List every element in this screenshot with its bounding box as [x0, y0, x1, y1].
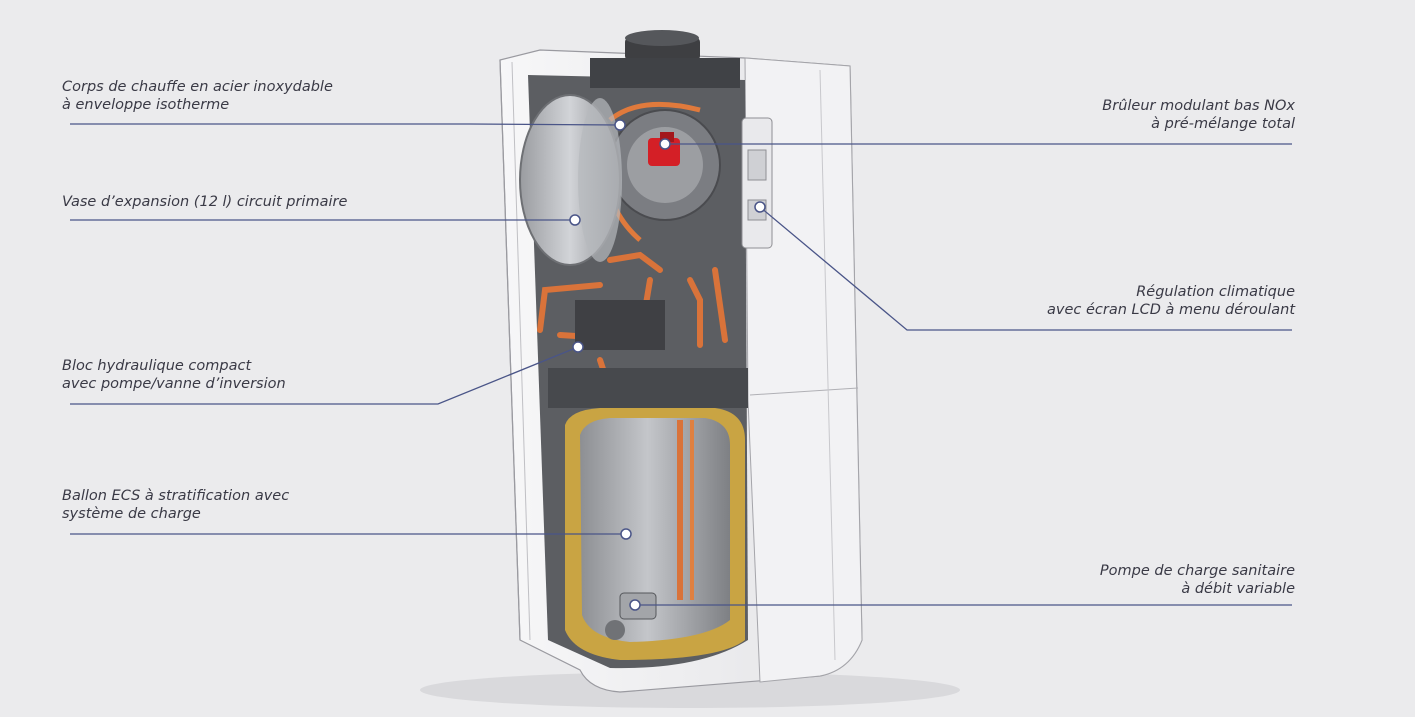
leader-bloc: [70, 346, 579, 405]
label-ballon-ecs: Ballon ECS à stratification avec système…: [62, 487, 289, 523]
label-vase-expansion: Vase d’expansion (12 l) circuit primaire: [62, 193, 347, 211]
dot-ballon: [620, 528, 632, 540]
callout-dots: [569, 119, 766, 611]
label-regulation-line1: Régulation climatique: [1136, 284, 1295, 300]
dhw-tank: [565, 408, 745, 660]
label-pompe-charge: Pompe de charge sanitaire à débit variab…: [1100, 562, 1295, 598]
label-bloc-line1: Bloc hydraulique compact: [62, 358, 252, 374]
label-regulation: Régulation climatique avec écran LCD à m…: [1047, 283, 1295, 319]
label-bruleur-line1: Brûleur modulant bas NOx: [1102, 98, 1295, 114]
dot-bloc: [572, 341, 584, 353]
dot-regulation: [754, 201, 766, 213]
label-bloc-hydraulique: Bloc hydraulique compact avec pompe/vann…: [62, 357, 286, 393]
label-bruleur-line2: à pré-mélange total: [1151, 116, 1295, 132]
tank-top-plate: [548, 368, 748, 408]
dot-corps: [614, 119, 626, 131]
heat-exchanger: [597, 101, 721, 242]
label-bruleur: Brûleur modulant bas NOx à pré-mélange t…: [1102, 97, 1295, 133]
label-corps-line1: Corps de chauffe en acier inoxydable: [62, 79, 333, 95]
label-bloc-line2: avec pompe/vanne d’inversion: [62, 376, 286, 392]
dot-vase: [569, 214, 581, 226]
floor-shadow: [420, 672, 960, 708]
expansion-vessel: [519, 94, 622, 266]
dot-pompe: [629, 599, 641, 611]
control-panel: [741, 117, 773, 249]
pump-valve-housing: [575, 300, 665, 350]
leader-regulation: [759, 206, 1292, 331]
label-corps-line2: à enveloppe isotherme: [62, 97, 230, 113]
burner: [648, 132, 680, 166]
dot-bruleur: [659, 138, 671, 150]
label-pompe-line1: Pompe de charge sanitaire: [1099, 563, 1295, 579]
leader-corps: [70, 123, 621, 126]
label-ballon-line1: Ballon ECS à stratification avec: [62, 488, 290, 504]
leader-lines: [70, 123, 1292, 606]
label-corps-de-chauffe: Corps de chauffe en acier inoxydable à e…: [62, 78, 333, 114]
label-pompe-line2: à débit variable: [1181, 581, 1295, 597]
label-vase-line1: Vase d’expansion (12 l) circuit primaire: [62, 194, 348, 210]
label-regulation-line2: avec écran LCD à menu déroulant: [1047, 302, 1295, 318]
flue-outlet: [590, 30, 740, 88]
label-ballon-line2: système de charge: [62, 506, 201, 522]
